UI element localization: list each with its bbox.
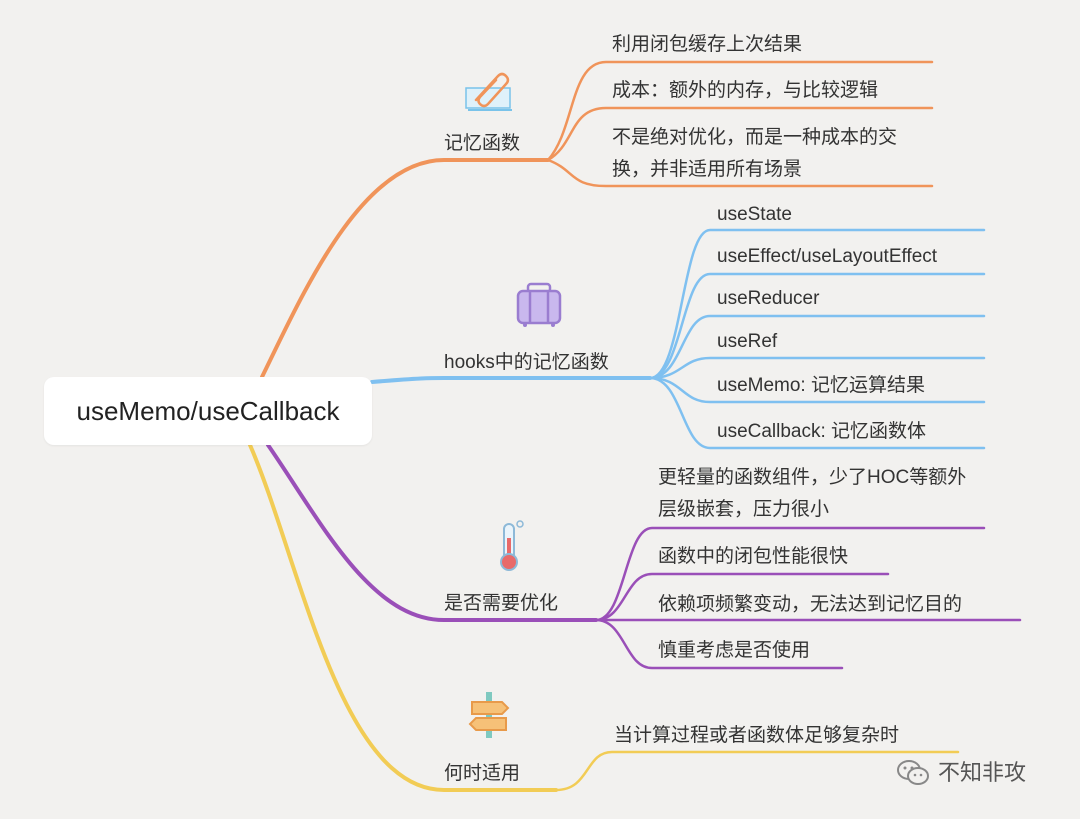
edge-hooks-useref [648, 356, 986, 380]
branch-label-optimize[interactable]: 是否需要优化 [444, 593, 559, 614]
edge-when-1 [554, 750, 960, 792]
optimize-child-1[interactable]: 更轻量的函数组件，少了HOC等额外层级嵌套，压力很小 [658, 467, 967, 520]
edge-hooks-usereducer [648, 314, 986, 380]
edge-root-hooks [370, 376, 652, 384]
edges-layer [248, 60, 1022, 792]
hooks-child-useref[interactable]: useRef [717, 331, 778, 352]
signpost-icon [468, 692, 510, 738]
edge-hooks-usestate [648, 228, 986, 380]
edge-memo-1 [546, 60, 934, 162]
hooks-child-usestate[interactable]: useState [717, 204, 792, 225]
root-node[interactable]: useMemo/useCallback [44, 377, 372, 445]
optimize-child-3[interactable]: 依赖项频繁变动，无法达到记忆目的 [658, 594, 963, 615]
suitcase-icon [516, 282, 562, 327]
edge-root-optimize [266, 443, 598, 622]
edge-root-when [248, 443, 558, 792]
icons-layer [465, 72, 562, 738]
hooks-child-usereducer[interactable]: useReducer [717, 288, 820, 309]
edge-hooks-usememo [648, 376, 986, 404]
edge-memo-2 [546, 106, 934, 162]
branch-label-hooks[interactable]: hooks中的记忆函数 [444, 352, 609, 373]
branch-label-when[interactable]: 何时适用 [444, 763, 521, 784]
memo-child-3[interactable]: 不是绝对优化，而是一种成本的交换，并非适用所有场景 [612, 127, 898, 180]
root-label: useMemo/useCallback [76, 396, 340, 426]
edge-hooks-useeffect [648, 272, 986, 380]
edge-optimize-1 [594, 526, 986, 622]
hooks-child-useeffect[interactable]: useEffect/useLayoutEffect [717, 246, 938, 267]
wechat-icon [897, 760, 929, 785]
watermark-label: 不知非攻 [938, 760, 1027, 785]
watermark: 不知非攻 [896, 755, 1026, 791]
edge-optimize-2 [594, 572, 890, 622]
paperclip-icon [465, 72, 512, 111]
edge-root-memo [260, 158, 550, 379]
memo-child-2[interactable]: 成本：额外的内存，与比较逻辑 [612, 80, 879, 101]
optimize-child-4[interactable]: 慎重考虑是否使用 [658, 640, 811, 661]
branch-label-memo[interactable]: 记忆函数 [444, 133, 521, 154]
thermometer-icon [500, 520, 524, 571]
edge-hooks-usecallback [648, 376, 986, 450]
hooks-child-usememo[interactable]: useMemo: 记忆运算结果 [717, 375, 925, 396]
memo-child-1[interactable]: 利用闭包缓存上次结果 [612, 34, 803, 55]
hooks-child-usecallback[interactable]: useCallback: 记忆函数体 [717, 421, 927, 442]
optimize-child-2[interactable]: 函数中的闭包性能很快 [658, 546, 849, 567]
edge-memo-3 [546, 158, 934, 188]
edge-optimize-4 [594, 618, 844, 670]
when-child-1[interactable]: 当计算过程或者函数体足够复杂时 [614, 725, 900, 746]
